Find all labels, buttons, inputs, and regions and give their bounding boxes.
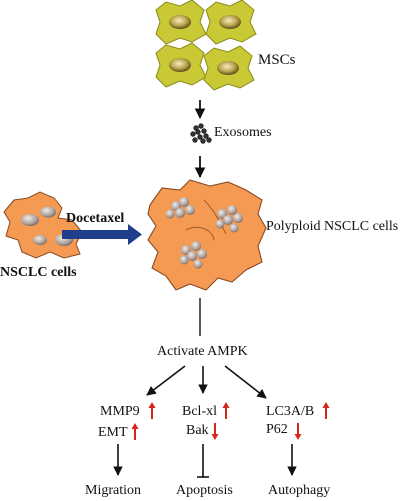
exosomes-icon bbox=[190, 123, 212, 144]
label-autophagy: Autophagy bbox=[268, 483, 331, 498]
p62-down-arrow-icon bbox=[294, 423, 302, 440]
label-bcl-xl: Bcl-xl bbox=[182, 404, 217, 419]
label-activate-ampk: Activate AMPK bbox=[157, 344, 248, 359]
label-lc3ab: LC3A/B bbox=[266, 404, 315, 419]
mmp9-up-arrow-icon bbox=[148, 402, 156, 419]
docetaxel-arrow bbox=[62, 224, 142, 245]
label-migration: Migration bbox=[85, 483, 141, 498]
emt-up-arrow-icon bbox=[131, 423, 139, 440]
inhibit-to-apoptosis bbox=[197, 444, 209, 478]
label-mscs: MSCs bbox=[258, 52, 296, 68]
label-mmp9: MMP9 bbox=[100, 404, 140, 419]
bak-down-arrow-icon bbox=[211, 423, 219, 440]
lc3ab-up-arrow-icon bbox=[322, 402, 330, 419]
msc-cells-icon bbox=[155, 0, 257, 91]
arrow-ampk-to-autophagy-branch bbox=[224, 365, 267, 399]
label-nsclc-cells: NSCLC cells bbox=[0, 265, 77, 280]
nsclc-cells-icon bbox=[3, 191, 83, 259]
label-exosomes: Exosomes bbox=[214, 125, 272, 140]
arrow-ampk-to-migration-branch bbox=[146, 365, 186, 396]
label-apoptosis: Apoptosis bbox=[176, 483, 233, 498]
bclxl-up-arrow-icon bbox=[222, 402, 230, 419]
label-bak: Bak bbox=[186, 423, 209, 438]
label-docetaxel: Docetaxel bbox=[66, 211, 125, 226]
polyploid-cells-icon bbox=[147, 179, 267, 291]
label-polyploid-nsclc-cells: Polyploid NSCLC cells bbox=[266, 219, 399, 234]
label-p62: P62 bbox=[266, 422, 288, 437]
label-emt: EMT bbox=[98, 425, 128, 440]
